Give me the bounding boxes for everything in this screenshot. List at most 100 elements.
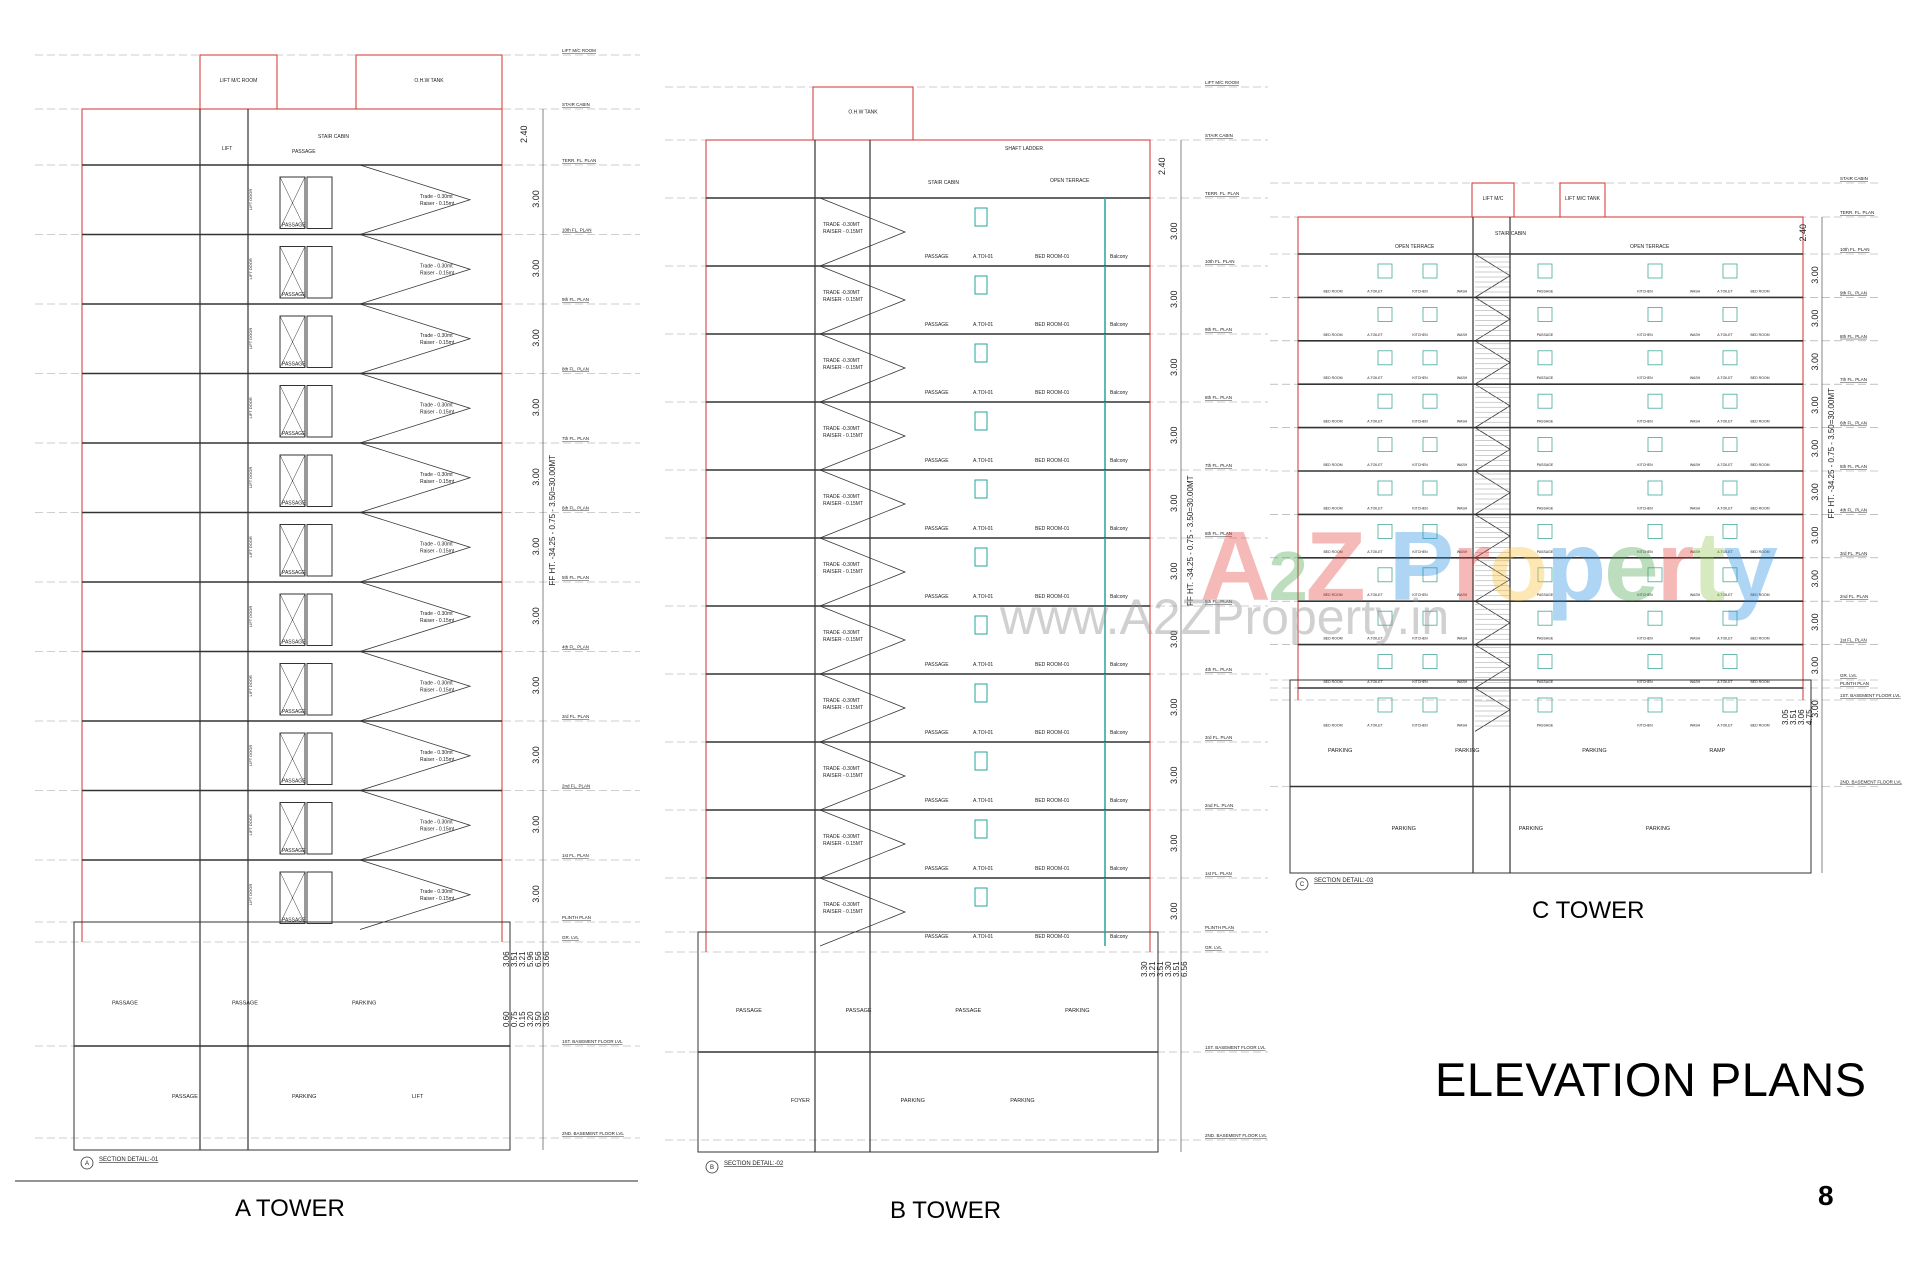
floor-height-dim: 3.00 (531, 816, 541, 834)
tread-label: TRADE -0.30MT (823, 222, 860, 228)
room-label: BED ROOM-01 (1035, 526, 1070, 532)
window (1422, 437, 1438, 453)
window (1422, 697, 1438, 713)
top-room-label: PASSAGE (292, 149, 316, 155)
rooftop-room-label: LIFT M/C ROOM (220, 78, 258, 84)
staircase (819, 877, 907, 947)
level-label: TERR. FL. PLAN (562, 158, 596, 163)
level-label: 2nd FL. PLAN (1205, 803, 1233, 808)
level-label: LIFT M/C ROOM (562, 48, 596, 53)
room-label: BED ROOM-01 (1035, 594, 1070, 600)
window (974, 819, 988, 839)
tread-label: Trade - 0.30mt (420, 333, 453, 339)
floor-height-dim: 3.00 (531, 468, 541, 486)
room-label: Balcony (1110, 322, 1128, 328)
floor-height-dim: 3.00 (1810, 570, 1820, 588)
window (1377, 437, 1393, 453)
window (1722, 350, 1738, 366)
room-label: PASSAGE (1537, 550, 1554, 554)
top-room-label: STAIR CABIN (318, 134, 349, 140)
level-label: 1ST. BASEMENT FLOOR LVL (1840, 693, 1901, 698)
window (1647, 263, 1663, 279)
window (1722, 697, 1738, 713)
window (1537, 654, 1553, 669)
basement-room-label: LIFT (412, 1094, 424, 1100)
window (1537, 697, 1553, 713)
level-label: 1st FL. PLAN (562, 853, 589, 858)
room-label: PASSAGE (1537, 376, 1554, 380)
room-label: WASH (1690, 550, 1701, 554)
room-label: KITCHEN (1637, 376, 1653, 380)
window (1722, 654, 1738, 669)
level-label: 10th FL. PLAN (1840, 247, 1870, 252)
room-label: A.TOILET (1367, 593, 1383, 597)
room-label: BED ROOM (1750, 680, 1769, 684)
lift-door (306, 176, 333, 229)
a-tower-label: A TOWER (235, 1195, 345, 1222)
window (1377, 654, 1393, 669)
room-label: WASH (1690, 463, 1701, 467)
top-height-dim: 2.40 (519, 125, 529, 143)
staircase (359, 859, 472, 930)
basement-room-label: PARKING (1455, 748, 1479, 754)
floor-height-dim: 3.00 (1169, 698, 1179, 716)
rooftop-room (1471, 182, 1515, 218)
riser-label: Raiser - 0.15mt (420, 479, 455, 485)
staircase (819, 197, 907, 267)
level-label: 10th FL. PLAN (1205, 259, 1235, 264)
level-label: STAIR CABIN (562, 102, 590, 107)
basement-room-label: PARKING (292, 1094, 316, 1100)
staircase (359, 164, 472, 235)
room-label: WASH (1690, 680, 1701, 684)
basement-room-label: PARKING (901, 1098, 925, 1104)
level-label: 2ND. BASEMENT FLOOR LVL (562, 1131, 624, 1136)
room-label: PASSAGE (282, 848, 306, 854)
floor-height-dim: 3.00 (1169, 494, 1179, 512)
room-label: A.TOI-01 (973, 662, 993, 668)
room-label: Balcony (1110, 730, 1128, 736)
window (1647, 437, 1663, 453)
lift-door (306, 246, 333, 299)
room-label: WASH (1690, 593, 1701, 597)
room-label: WASH (1690, 506, 1701, 510)
staircase (359, 651, 472, 722)
room-label: A.TOI-01 (973, 798, 993, 804)
basement-room-label: PASSAGE (232, 1000, 258, 1006)
lift-door-label: LIFT DOOR (248, 467, 253, 488)
lift-door (279, 802, 306, 855)
lift-door-label: LIFT DOOR (248, 328, 253, 349)
room-label: KITCHEN (1637, 723, 1653, 727)
room-label: KITCHEN (1637, 289, 1653, 293)
section-marker-letter: C (1300, 882, 1305, 888)
lift-door (306, 524, 333, 577)
window (1722, 437, 1738, 453)
basement-dim: 4.75 (1805, 709, 1814, 725)
staircase (819, 537, 907, 607)
room-label: A.TOILET (1367, 680, 1383, 684)
room-label: A.TOILET (1717, 463, 1733, 467)
basement-outline (1289, 679, 1812, 874)
lift-door-label: LIFT DOOR (248, 884, 253, 905)
tread-label: Trade - 0.30mt (420, 472, 453, 478)
room-label: WASH (1457, 463, 1468, 467)
room-label: KITCHEN (1637, 550, 1653, 554)
room-label: WASH (1457, 723, 1468, 727)
window (1377, 567, 1393, 583)
basement-dim: 0.60 (502, 1011, 511, 1027)
window (1537, 567, 1553, 583)
basement-dim: 3.51 (510, 951, 519, 967)
room-label: Balcony (1110, 934, 1128, 940)
lift-door-cross (279, 663, 306, 716)
staircase (819, 333, 907, 403)
lift-door-label: LIFT DOOR (248, 189, 253, 210)
tread-label: Trade - 0.30mt (420, 750, 453, 756)
room-label: WASH (1690, 637, 1701, 641)
building-outline (81, 108, 503, 942)
level-label: 1st FL. PLAN (1205, 871, 1232, 876)
basement-dim: 6.56 (534, 951, 543, 967)
room-label: A.TOI-01 (973, 594, 993, 600)
level-label: 2nd FL. PLAN (562, 784, 590, 789)
staircase (819, 741, 907, 811)
basement-room-label: PARKING (1010, 1098, 1034, 1104)
section-marker-circle (705, 1160, 719, 1174)
